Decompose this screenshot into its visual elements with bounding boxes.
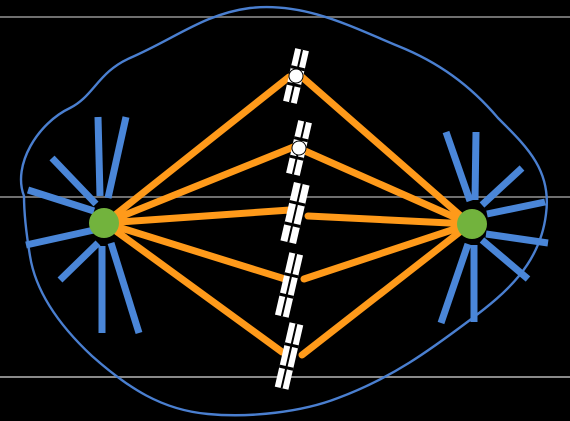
left-centrosome xyxy=(89,208,119,238)
right-centrosome xyxy=(457,209,487,239)
